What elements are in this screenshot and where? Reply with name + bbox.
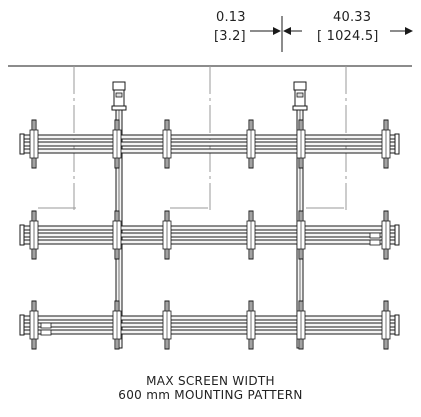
rail-end-cap [394,133,400,155]
caption-line-2: 600 mm MOUNTING PATTERN [118,388,303,402]
rail-bottom [23,148,398,154]
arrow-right-icon [273,27,281,35]
wall-mount-structure [19,66,400,350]
connector-cap [293,81,307,91]
rail-top [23,315,398,321]
rail-end-cap [394,314,400,336]
connector-base [292,105,308,111]
rail-middle [23,232,398,238]
width-dimension-mm: [ 1024.5] [317,29,379,44]
rail-top [23,225,398,231]
arrow-left-icon [283,27,291,35]
latch-block [369,232,381,239]
connector-cap [112,81,126,91]
rail-top [23,134,398,140]
rail-bottom [23,239,398,245]
latch-block [40,322,52,329]
rail-bottom [23,329,398,335]
connector-base [111,105,127,111]
caption-line-1: MAX SCREEN WIDTH [146,374,275,388]
gap-dimension-mm: [3.2] [214,29,246,44]
rail-end-cap [19,133,25,155]
arrow-right-icon [405,27,413,35]
connector-body [294,89,306,107]
latch-block [369,239,381,246]
connector-body [113,89,125,107]
connector-latch [115,92,123,98]
rail-end-cap [19,224,25,246]
rail-middle [23,141,398,147]
dimension-arrows [273,27,413,35]
rail-end-cap [19,314,25,336]
connector-latch [296,92,304,98]
rail-middle [23,322,398,328]
width-dimension-inches: 40.33 [333,10,372,25]
gap-dimension-inches: 0.13 [216,10,246,25]
latch-block [40,329,52,336]
rail-end-cap [394,224,400,246]
